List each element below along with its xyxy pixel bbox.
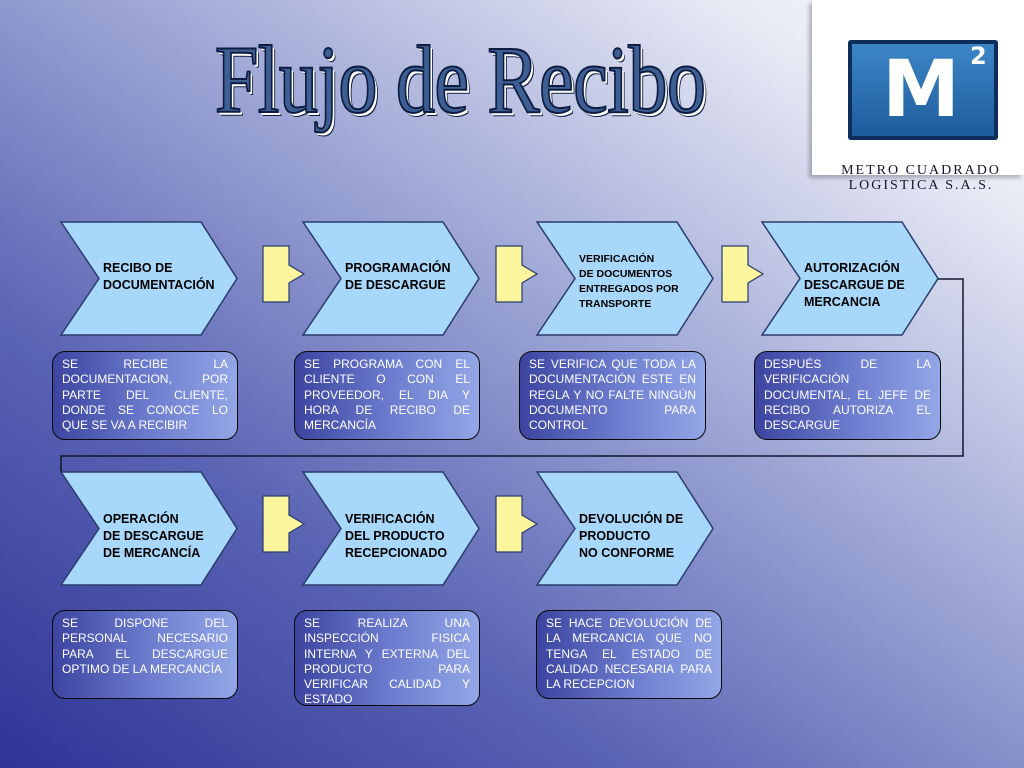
step-description: SE REALIZA UNA INSPECCIÓN FISICA INTERNA… [294,610,480,706]
chevron-shape [59,221,238,336]
chevron-shape [301,221,480,336]
step-chevron: PROGRAMACIÓN DE DESCARGUE [301,221,480,336]
next-step-arrow-icon [495,495,539,553]
step-chevron: OPERACIÓN DE DESCARGUE DE MERCANCÍA [59,471,238,586]
step-description: SE VERIFICA QUE TODA LA DOCUMENTACIÓN ES… [519,351,706,440]
logo-mark: M 2 [848,40,998,140]
step-chevron: AUTORIZACIÓN DESCARGUE DE MERCANCIA [760,221,939,336]
next-step-arrow-icon [495,245,539,303]
step-label: RECIBO DE DOCUMENTACIÓN [103,261,215,292]
chevron-shape [301,471,480,586]
page-title: Flujo de Recibo [214,25,707,134]
step-label: DEVOLUCIÓN DE PRODUCTO NO CONFORME [579,512,684,560]
next-step-arrow-icon [721,245,765,303]
next-step-arrow-icon [262,245,306,303]
step-description: SE PROGRAMA CON EL CLIENTE O CON EL PROV… [294,351,480,440]
next-step-arrow-icon [262,495,306,553]
logo-superscript: 2 [970,42,987,70]
step-chevron: DEVOLUCIÓN DE PRODUCTO NO CONFORME [535,471,714,586]
company-name-line1: METRO CUADRADO [841,163,1001,178]
company-name-line2: LOGISTICA S.A.S. [848,178,994,193]
chevron-shape [535,471,714,586]
step-description: SE HACE DEVOLUCIÓN DE LA MERCANCIA QUE N… [536,610,722,699]
chevron-shape [59,471,238,586]
step-label: VERIFICACIÓN DE DOCUMENTOS ENTREGADOS PO… [579,253,679,310]
logo-letter: M [882,45,960,135]
chevron-shape [760,221,939,336]
step-label: VERIFICACIÓN DEL PRODUCTO RECEPCIONADO [345,512,448,560]
step-chevron: RECIBO DE DOCUMENTACIÓN [59,221,238,336]
company-logo: M 2 [812,0,1024,175]
step-label: PROGRAMACIÓN DE DESCARGUE [345,261,451,292]
step-description: DESPUÉS DE LA VERIFICACIÓN DOCUMENTAL, E… [754,351,941,440]
step-label: OPERACIÓN DE DESCARGUE DE MERCANCÍA [103,512,204,560]
step-chevron: VERIFICACIÓN DEL PRODUCTO RECEPCIONADO [301,471,480,586]
step-description: SE RECIBE LA DOCUMENTACION, POR PARTE DE… [52,351,238,440]
step-label: AUTORIZACIÓN DESCARGUE DE MERCANCIA [804,261,905,309]
step-chevron: VERIFICACIÓN DE DOCUMENTOS ENTREGADOS PO… [535,221,714,336]
step-description: SE DISPONE DEL PERSONAL NECESARIO PARA E… [52,610,238,699]
chevron-shape [535,221,714,336]
